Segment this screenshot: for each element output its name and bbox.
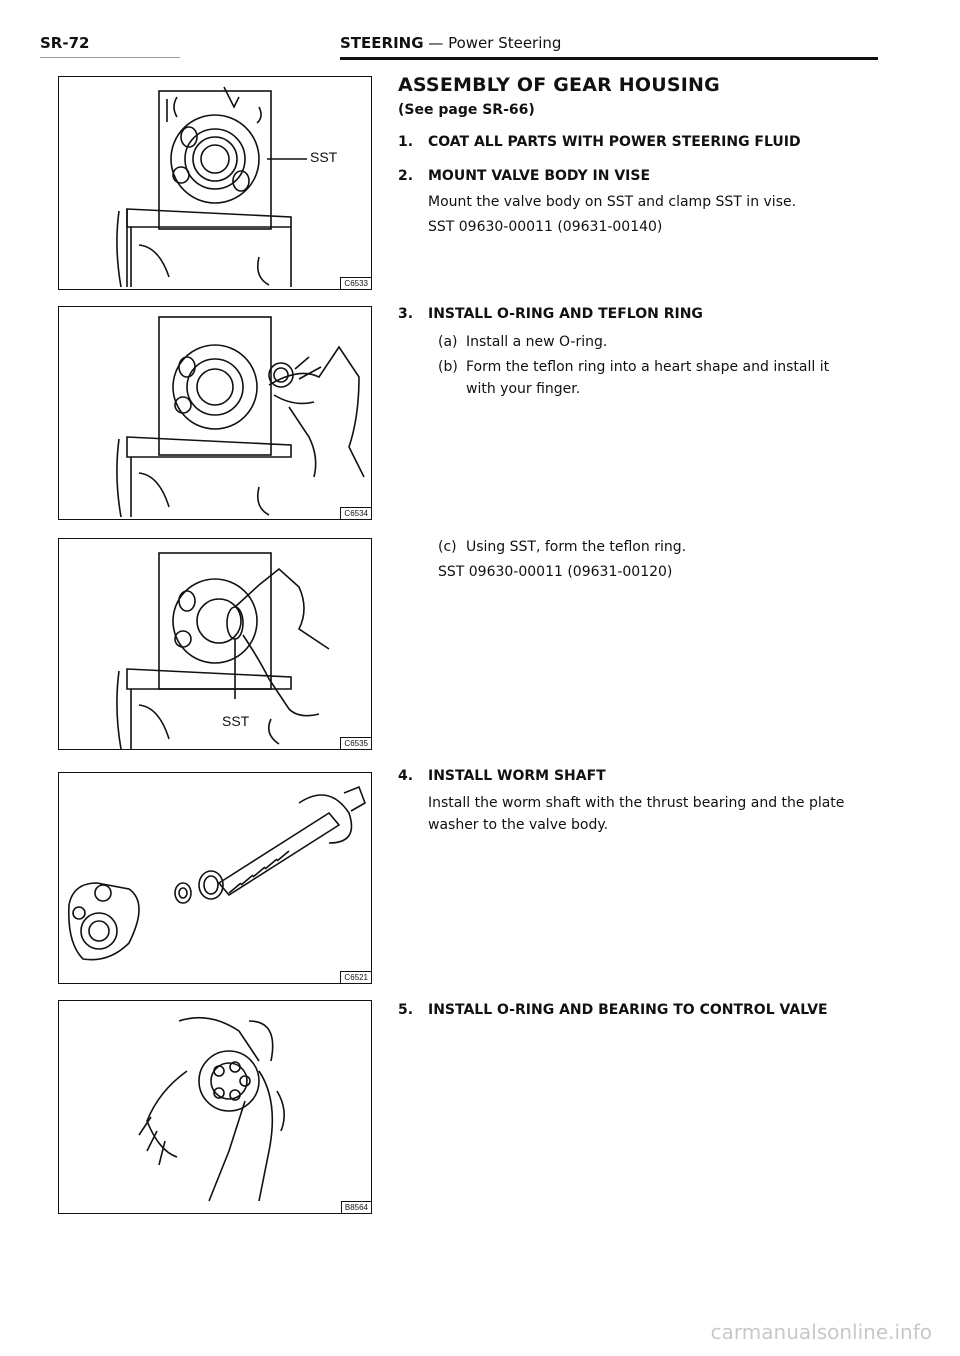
step-number: 2. <box>398 168 414 184</box>
step-title: INSTALL WORM SHAFT <box>428 768 606 784</box>
page-number: SR-72 <box>40 34 90 52</box>
figure-code: C6533 <box>340 277 371 289</box>
worm-shaft-illustration <box>67 785 366 961</box>
step-4-text-2: washer to the valve body. <box>428 817 609 833</box>
step-4-text-1: Install the worm shaft with the thrust b… <box>428 795 845 811</box>
figure-code: C6534 <box>340 507 371 519</box>
step-3b-text-2: with your finger. <box>466 381 581 397</box>
figure-form-teflon-ring: SST C6535 <box>58 538 372 750</box>
step-3b-label: (b) <box>438 359 458 375</box>
step-3a-text: Install a new O-ring. <box>466 334 608 350</box>
step-title: MOUNT VALVE BODY IN VISE <box>428 168 651 184</box>
step-3c-text: Using SST, form the teflon ring. <box>466 539 687 555</box>
sst-callout: SST <box>222 713 250 729</box>
step-3-sst: SST 09630-00011 (09631-00120) <box>438 564 673 580</box>
step-number: 5. <box>398 1002 414 1018</box>
step-3c-label: (c) <box>438 539 457 555</box>
bearing-install-illustration <box>138 1016 285 1202</box>
header-dash: — <box>423 34 449 52</box>
step-2: 2. MOUNT VALVE BODY IN VISE <box>398 168 650 184</box>
page-header: STEERING — Power Steering <box>340 34 561 52</box>
step-number: 4. <box>398 768 414 784</box>
step-title: INSTALL O-RING AND TEFLON RING <box>428 306 703 322</box>
section-title: ASSEMBLY OF GEAR HOUSING <box>398 74 720 96</box>
step-title: COAT ALL PARTS WITH POWER STEERING FLUID <box>428 134 801 150</box>
step-2-text: Mount the valve body on SST and clamp SS… <box>428 194 797 210</box>
step-3a-label: (a) <box>438 334 458 350</box>
header-section: STEERING <box>340 34 424 52</box>
section-reference: (See page SR-66) <box>398 102 535 118</box>
figure-bearing-control-valve: B8564 <box>58 1000 372 1214</box>
step-title: INSTALL O-RING AND BEARING TO CONTROL VA… <box>428 1002 828 1018</box>
step-5: 5. INSTALL O-RING AND BEARING TO CONTROL … <box>398 1002 828 1018</box>
step-4: 4. INSTALL WORM SHAFT <box>398 768 606 784</box>
watermark: carmanualsonline.info <box>710 1320 932 1344</box>
step-2-sst: SST 09630-00011 (09631-00140) <box>428 219 663 235</box>
figure-code: C6535 <box>340 737 371 749</box>
step-number: 3. <box>398 306 414 322</box>
header-rule <box>340 57 878 60</box>
figure-install-o-ring: C6534 <box>58 306 372 520</box>
step-3: 3. INSTALL O-RING AND TEFLON RING <box>398 306 703 322</box>
step-number: 1. <box>398 134 414 150</box>
step-3b-text-1: Form the teflon ring into a heart shape … <box>466 359 830 375</box>
figure-code: C6521 <box>340 971 371 983</box>
o-ring-install-illustration <box>116 316 365 518</box>
figure-code: B8564 <box>340 1201 371 1213</box>
header-subsection: Power Steering <box>448 34 562 52</box>
sst-callout: SST <box>310 149 338 165</box>
teflon-ring-sst-illustration <box>116 552 330 750</box>
step-1: 1. COAT ALL PARTS WITH POWER STEERING FLU… <box>398 134 801 150</box>
figure-worm-shaft: C6521 <box>58 772 372 984</box>
figure-valve-body-in-sst: SST C6533 <box>58 76 372 290</box>
valve-body-sst-illustration <box>116 86 307 288</box>
header-rule-left <box>40 57 180 58</box>
